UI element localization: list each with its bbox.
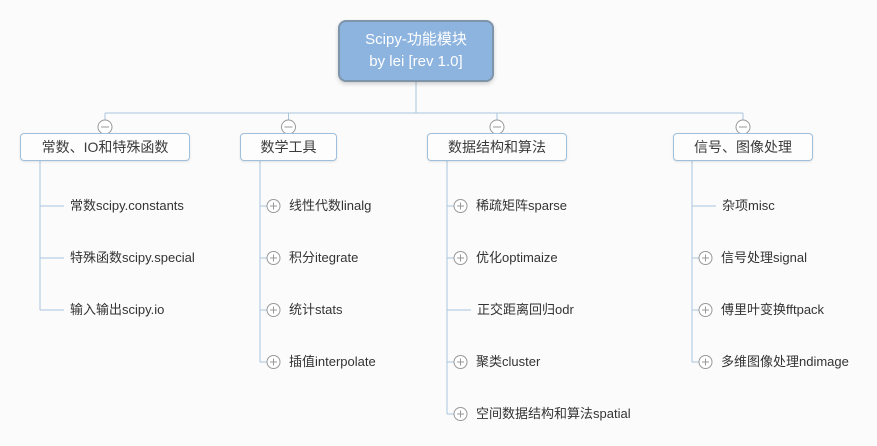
leaf-node[interactable]: 空间数据结构和算法spatial [476,406,631,421]
leaf-node[interactable]: 输入输出scipy.io [70,302,165,317]
branch-label: 常数、IO和特殊函数 [41,139,169,155]
root-node[interactable]: Scipy-功能模块 by lei [rev 1.0] [338,20,494,82]
leaf-node[interactable]: 傅里叶变换fftpack [721,302,825,317]
leaf-node[interactable]: 聚类cluster [476,354,541,369]
leaf-node[interactable]: 正交距离回归odr [477,302,574,317]
expand-toggle-icon[interactable] [698,303,713,317]
collapse-toggle-icon[interactable] [489,119,505,135]
root-title: Scipy-功能模块 [365,31,467,48]
expand-toggle-icon[interactable] [266,251,281,265]
leaf-node[interactable]: 稀疏矩阵sparse [476,198,568,213]
expand-toggle-icon[interactable] [453,407,468,421]
expand-toggle-icon[interactable] [453,199,468,213]
collapse-toggle-icon[interactable] [735,119,751,135]
leaf-node[interactable]: 杂项misc [722,198,775,213]
leaf-node[interactable]: 统计stats [289,302,343,317]
expand-toggle-icon[interactable] [453,355,468,369]
branch-node[interactable]: 数学工具 [240,133,337,161]
leaf-node[interactable]: 常数scipy.constants [70,198,184,213]
expand-toggle-icon[interactable] [453,251,468,265]
root-subtitle: by lei [rev 1.0] [369,53,463,70]
leaf-node[interactable]: 多维图像处理ndimage [721,354,849,369]
collapse-toggle-icon[interactable] [97,119,113,135]
leaf-node[interactable]: 特殊函数scipy.special [70,250,195,265]
expand-toggle-icon[interactable] [698,251,713,265]
branch-node[interactable]: 信号、图像处理 [673,133,813,161]
expand-toggle-icon[interactable] [698,355,713,369]
branch-label: 信号、图像处理 [694,139,792,155]
branch-node[interactable]: 常数、IO和特殊函数 [20,133,190,161]
expand-toggle-icon[interactable] [266,355,281,369]
leaf-node[interactable]: 信号处理signal [721,250,807,265]
branch-label: 数学工具 [260,139,317,155]
leaf-node[interactable]: 插值interpolate [289,354,376,369]
leaf-node[interactable]: 积分itegrate [289,250,359,265]
collapse-toggle-icon[interactable] [281,119,296,135]
leaf-node[interactable]: 优化optimaize [476,250,558,265]
leaf-node[interactable]: 线性代数linalg [289,198,372,213]
expand-toggle-icon[interactable] [266,199,281,213]
expand-toggle-icon[interactable] [266,303,281,317]
branch-node[interactable]: 数据结构和算法 [427,133,567,161]
branch-label: 数据结构和算法 [448,139,546,155]
